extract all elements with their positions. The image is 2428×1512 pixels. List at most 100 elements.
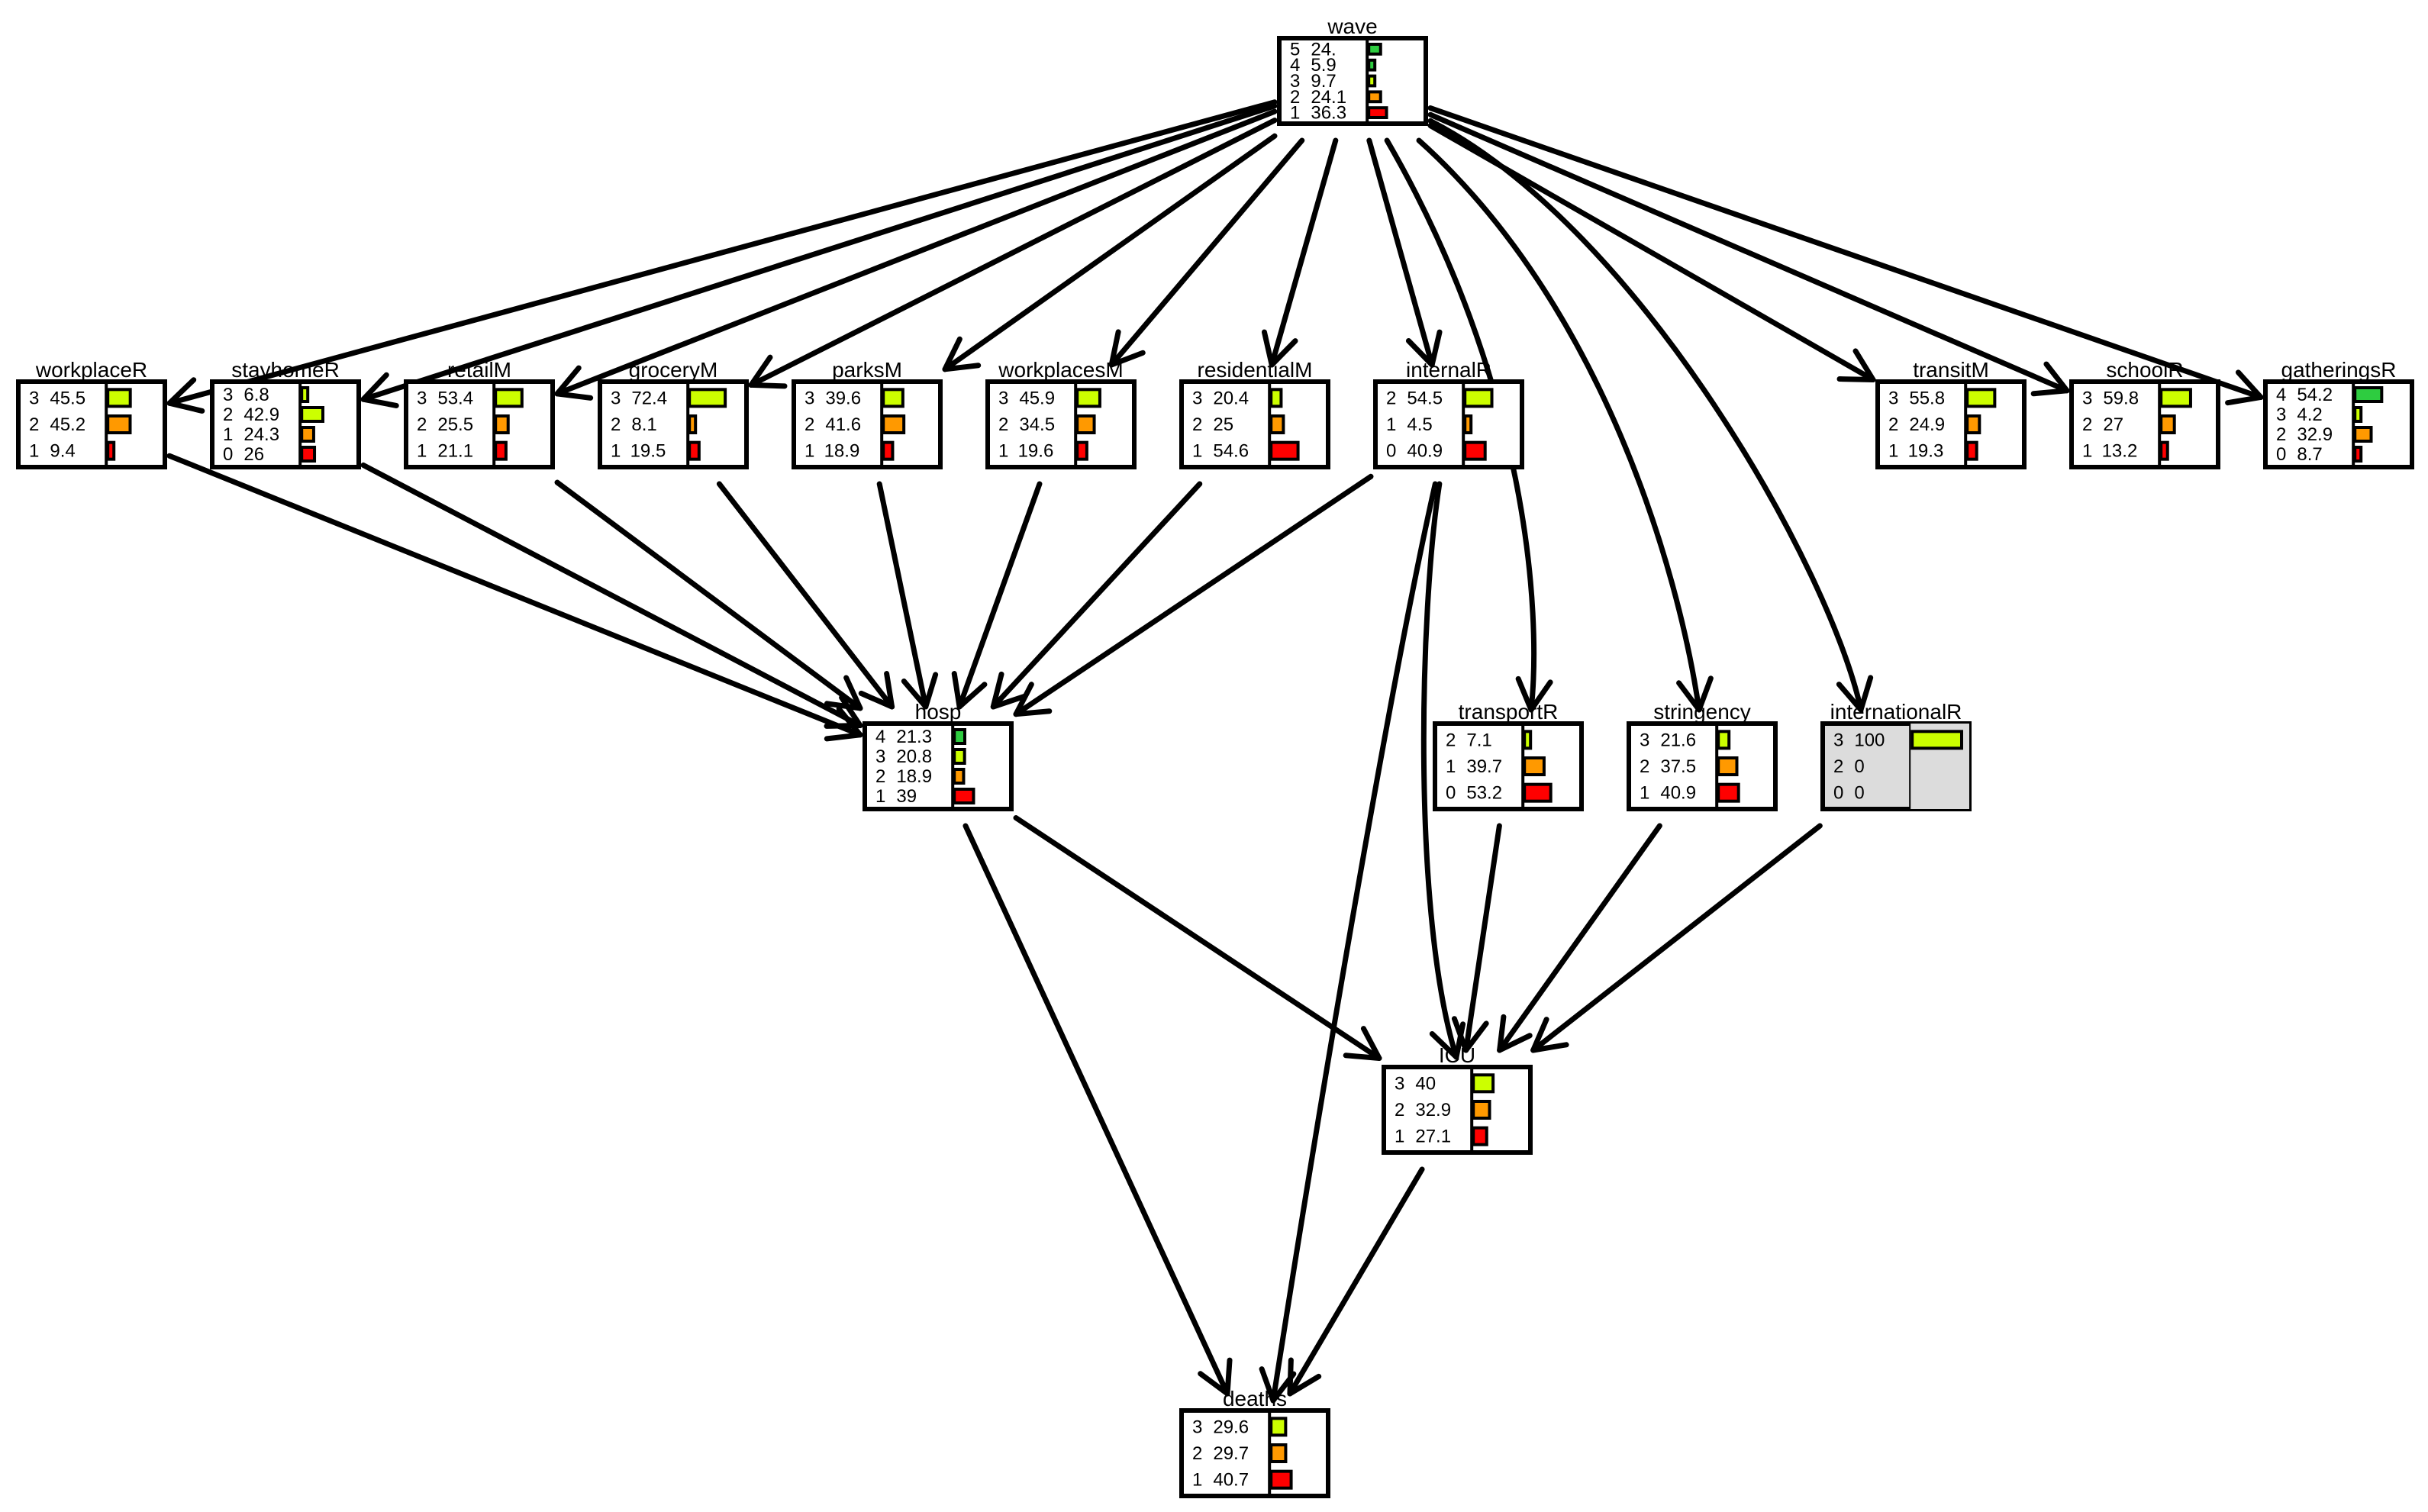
state-label: 2 (1446, 730, 1456, 750)
state-label: 3 (223, 385, 233, 405)
edge-line (716, 481, 895, 710)
edge-stayhomeR-to-hosp (360, 462, 863, 729)
edge-wave-to-gatheringsR (1427, 105, 2264, 406)
edge-hosp-to-ICU (1013, 815, 1382, 1061)
node-box (863, 721, 1014, 811)
probability-bar (2159, 414, 2176, 434)
node-box (1179, 379, 1330, 469)
probability-bar (106, 388, 132, 408)
node-box (1382, 1065, 1533, 1155)
state-probability: 32.9 (2297, 424, 2333, 445)
state-label: 2 (1395, 1100, 1404, 1120)
state-label: 2 (875, 766, 885, 787)
state-label: 4 (2276, 385, 2286, 405)
state-label: 0 (1386, 441, 1396, 462)
state-label: 1 (2082, 441, 2092, 462)
node-title: deaths (1223, 1387, 1287, 1410)
edge-line (554, 479, 863, 711)
arrowhead-icon (1405, 329, 1443, 368)
state-probability: 54.2 (2297, 385, 2333, 405)
state-label: 3 (1395, 1073, 1404, 1094)
state-probability: 40 (1415, 1073, 1436, 1094)
probability-bar (1075, 414, 1096, 434)
probability-bar (1367, 106, 1388, 119)
probability-bar (2353, 406, 2363, 423)
edge-line (1427, 111, 2070, 394)
probability-bar (300, 426, 315, 443)
state-probability: 18.9 (896, 766, 932, 787)
state-label: 2 (611, 414, 621, 435)
state-probability: 13.2 (2102, 441, 2138, 462)
edge-wave-to-workplacesM (1108, 137, 1305, 368)
state-label: 3 (1192, 388, 1202, 408)
probability-bar (1523, 782, 1553, 803)
arrowhead-icon (901, 672, 939, 710)
state-label: 1 (1386, 414, 1396, 435)
state-label: 2 (1290, 87, 1300, 108)
arrowhead-icon (1497, 1014, 1533, 1053)
edge-line (1530, 823, 1823, 1053)
probability-bar (1472, 1126, 1488, 1146)
state-label: 3 (2276, 405, 2286, 425)
probability-bar (1717, 756, 1739, 776)
arrowhead-icon (166, 377, 205, 414)
edge-line (1013, 815, 1382, 1061)
state-label: 1 (29, 441, 39, 462)
probability-bar (1367, 58, 1377, 72)
edge-line (1384, 137, 1537, 713)
state-probability: 8.1 (631, 414, 656, 435)
probability-bar (1472, 1073, 1495, 1094)
state-probability: 40.9 (1407, 441, 1443, 462)
edge-workplaceR-to-hosp (166, 453, 863, 742)
arrowhead-icon (1343, 1026, 1382, 1061)
probability-bar (2159, 388, 2192, 408)
node-title: transitM (1913, 358, 1989, 382)
probability-bar (1269, 388, 1283, 408)
state-label: 3 (1290, 71, 1300, 92)
state-label: 2 (1833, 756, 1843, 777)
state-probability: 39.6 (825, 388, 861, 408)
state-label: 2 (2276, 424, 2286, 445)
edge-line (1270, 481, 1438, 1404)
probability-bar (953, 728, 967, 745)
state-probability: 40.9 (1660, 783, 1696, 804)
state-label: 3 (611, 388, 621, 408)
